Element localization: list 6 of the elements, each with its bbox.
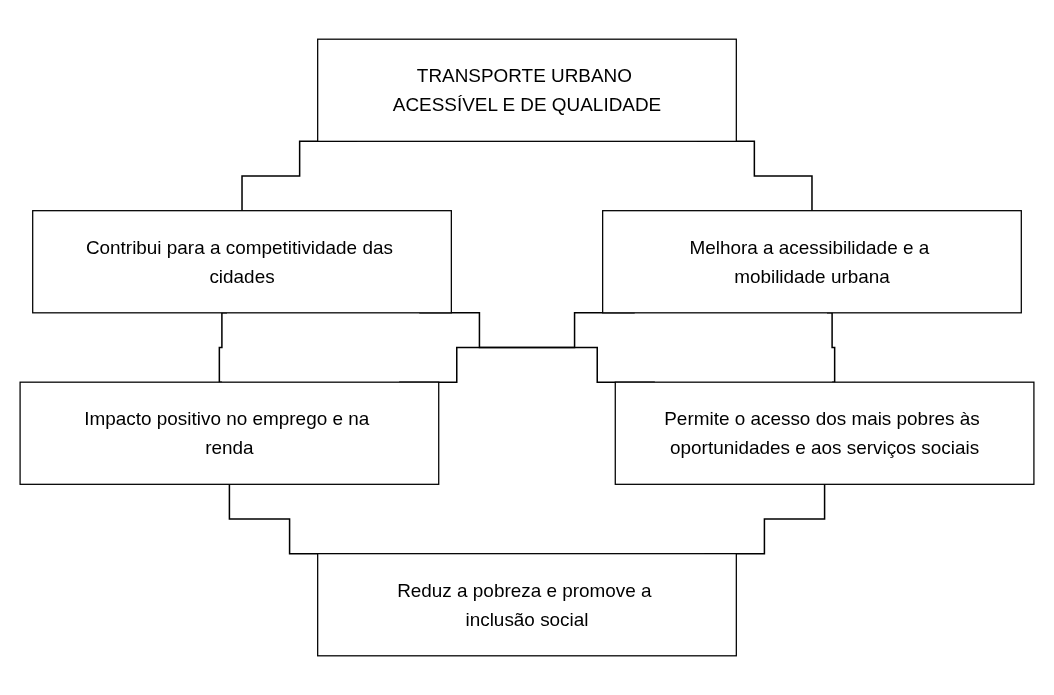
node-box: Reduz a pobreza e promove a inclusão social <box>317 553 737 657</box>
node-box: Permite o acesso dos mais pobres às oportunidades e aos serviços sociais <box>614 381 1035 485</box>
node-box: TRANSPORTE URBANO ACESSÍVEL E DE QUALIDADE <box>317 38 737 142</box>
node-box: Contribui para a competitividade das cidades <box>32 210 452 314</box>
node-box: Melhora a acessibilidade e a mobilidade urbana <box>602 210 1022 314</box>
node-box: Impacto positivo no emprego e na renda <box>19 381 440 485</box>
